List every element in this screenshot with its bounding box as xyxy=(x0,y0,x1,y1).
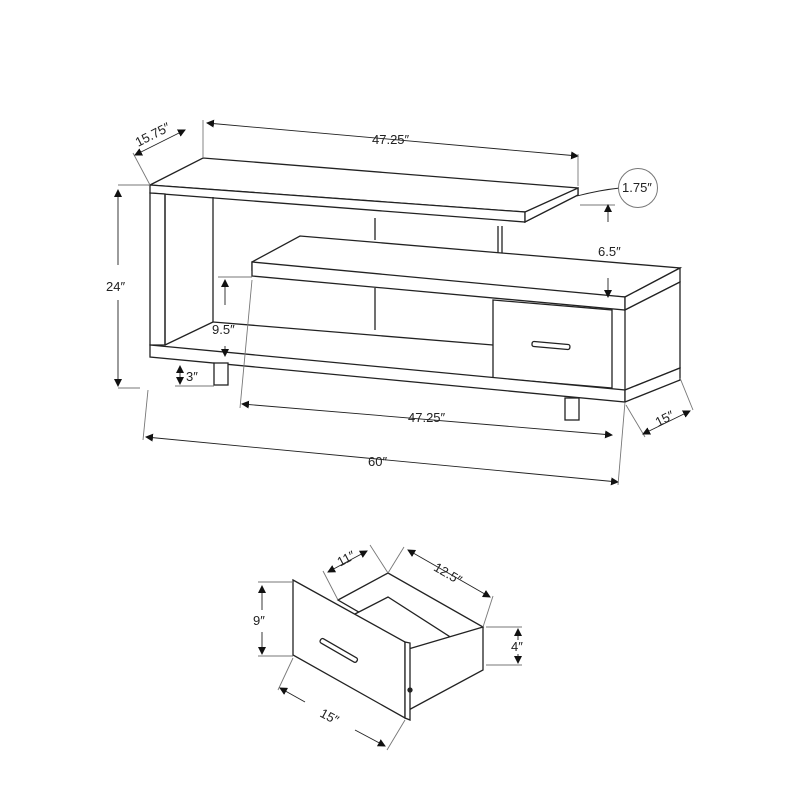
shelf-gap-label: 6.5″ xyxy=(598,244,621,259)
overall-width-label: 60″ xyxy=(368,454,388,469)
drawer-side-height-label: 4″ xyxy=(511,639,523,654)
drawer-front-height-label: 9″ xyxy=(253,613,265,628)
top-width-label: 47.25″ xyxy=(372,132,410,147)
overall-height-label: 24″ xyxy=(106,279,126,294)
drawer-dimension-lines xyxy=(258,544,522,751)
leg-height-label: 3″ xyxy=(186,369,198,384)
drawer xyxy=(292,572,485,721)
lower-opening-label: 9.5″ xyxy=(212,322,235,337)
callout-circle xyxy=(618,168,658,208)
lower-shelf-width-label: 47.25″ xyxy=(408,410,446,425)
tv-stand xyxy=(147,157,683,421)
top-thickness-label: 1.75″ xyxy=(622,180,652,195)
dimension-lines xyxy=(114,119,694,486)
